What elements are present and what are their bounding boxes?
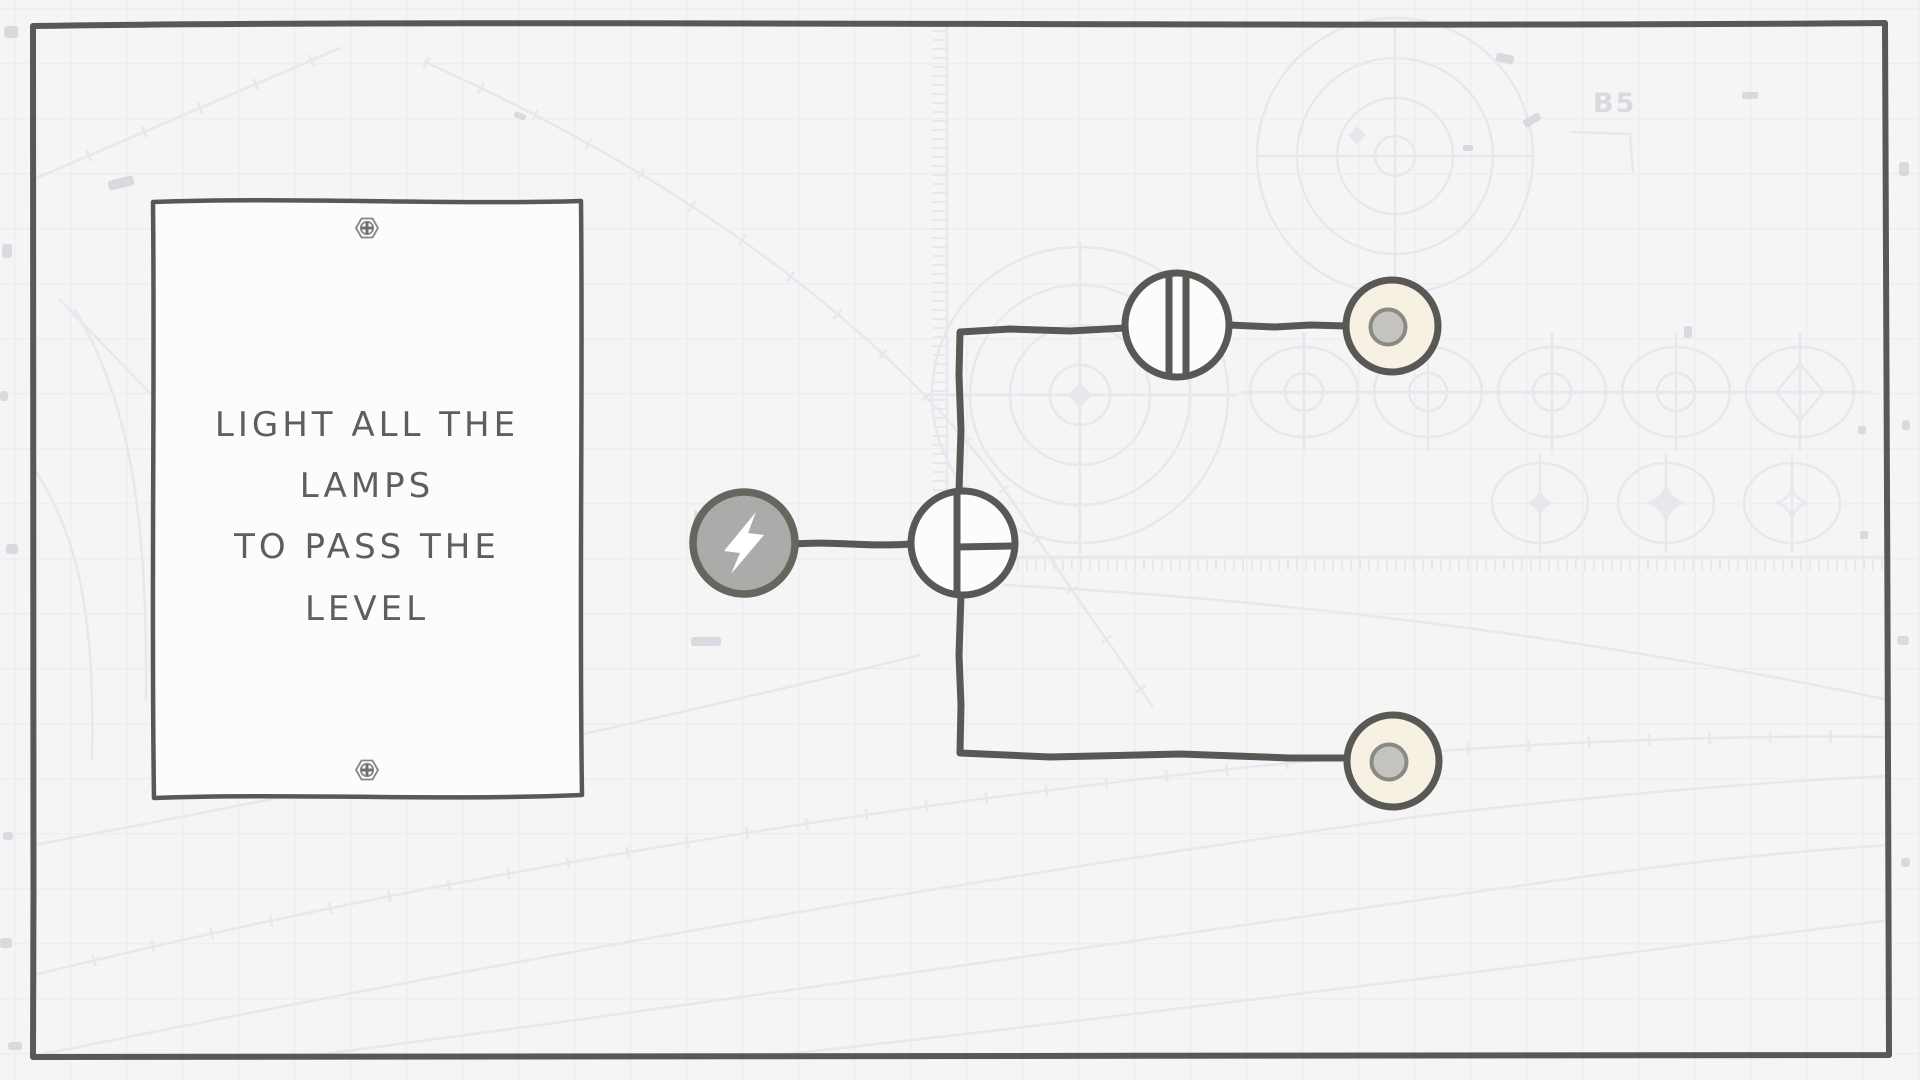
junction-connection-glyph bbox=[953, 490, 1016, 597]
connector-node[interactable] bbox=[1121, 269, 1233, 381]
wire-power-to-junction bbox=[792, 539, 915, 549]
connector-connection-glyph bbox=[1165, 272, 1190, 378]
wire-connector-to-top-lamp bbox=[1225, 321, 1351, 331]
screw-icon bbox=[354, 217, 380, 239]
vertical-ruler bbox=[933, 25, 949, 556]
left-arcs bbox=[33, 308, 148, 762]
junction-node[interactable] bbox=[907, 487, 1019, 599]
stamp-bracket bbox=[1570, 130, 1635, 174]
power-source-node[interactable] bbox=[689, 488, 799, 598]
note-text-line: LAMPS bbox=[300, 466, 434, 506]
instruction-note: LIGHT ALL THE LAMPS TO PASS THE LEVEL bbox=[150, 198, 585, 801]
blueprint-stamp-label: B5 bbox=[1593, 88, 1636, 119]
wire-junction-to-bottom-lamp bbox=[955, 591, 1351, 762]
hatched-arc bbox=[422, 56, 1158, 710]
lamp-filament bbox=[1369, 742, 1409, 782]
horizontal-ruler bbox=[1004, 555, 1890, 571]
note-text-line: LEVEL bbox=[305, 589, 429, 629]
note-text-line: LIGHT ALL THE bbox=[215, 405, 519, 445]
star-circle-row bbox=[1490, 453, 1842, 553]
level-border-frame bbox=[29, 20, 1892, 1061]
circuit-wires bbox=[792, 321, 1351, 762]
wire-junction-to-connector bbox=[955, 324, 1129, 495]
lamp-filament bbox=[1368, 307, 1408, 347]
screw-icon bbox=[354, 759, 380, 781]
lightning-bolt-icon bbox=[724, 512, 764, 574]
lamp-top[interactable] bbox=[1342, 276, 1442, 376]
target-circles-center bbox=[926, 240, 1238, 554]
lamp-bottom[interactable] bbox=[1343, 711, 1443, 811]
crosshair-ellipse-row bbox=[1240, 332, 1872, 452]
blueprint-sketch-decorations: B5 bbox=[0, 16, 1910, 1059]
note-text-line: TO PASS THE bbox=[233, 527, 500, 567]
